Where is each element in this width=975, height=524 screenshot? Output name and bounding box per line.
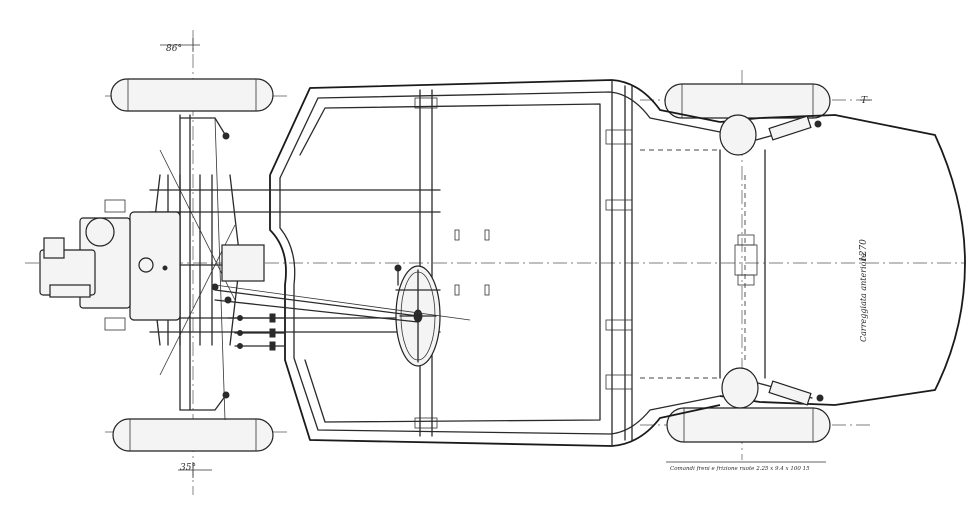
steering-column bbox=[211, 283, 471, 323]
footnote: Comandi freni e frizione ruote 2.25 x 9.… bbox=[670, 466, 810, 472]
track-dimension: 1270 bbox=[859, 239, 869, 262]
engine bbox=[39, 199, 265, 331]
rear-body bbox=[640, 114, 966, 406]
pedals bbox=[227, 313, 286, 351]
rear-wheel-bottom bbox=[666, 407, 831, 443]
marker-t: T bbox=[861, 96, 868, 106]
rear-hub-bottom bbox=[721, 367, 824, 409]
front-wheel-top bbox=[110, 78, 274, 112]
angle-label-top: 86° bbox=[166, 44, 182, 54]
dimension-ticks bbox=[160, 38, 872, 478]
rear-hub-top bbox=[719, 114, 822, 156]
front-wheel-bottom bbox=[112, 418, 274, 452]
frame-bolts bbox=[454, 129, 633, 390]
angle-label-bottom: 35° bbox=[180, 463, 196, 473]
body-label: Carreggiata anteriore bbox=[859, 253, 868, 342]
rear-wheel-top bbox=[664, 83, 831, 119]
